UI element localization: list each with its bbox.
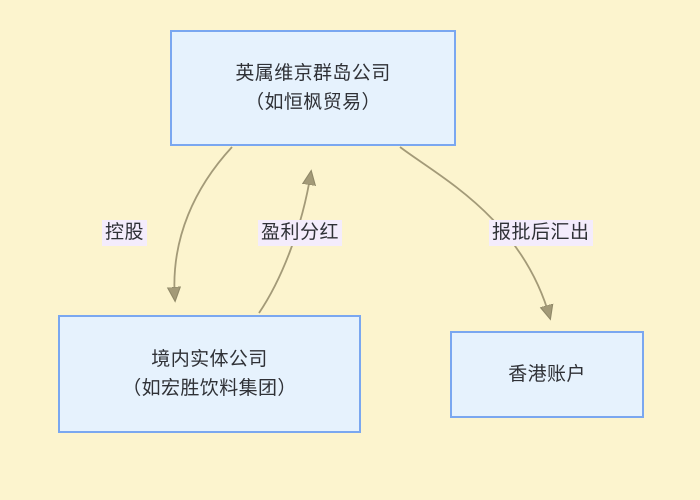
edge-label-dividend: 盈利分红 [258, 220, 343, 246]
edge-remit-path [399, 146, 550, 318]
edge-dividend-path [258, 172, 311, 314]
edge-holding-path [174, 146, 233, 300]
hong-kong-account-node[interactable]: 香港账户 [450, 331, 644, 418]
domestic-entity-node[interactable]: 境内实体公司 （如宏胜饮料集团） [58, 315, 361, 433]
hong-kong-account-node-line-1: 香港账户 [508, 363, 586, 385]
bvi-company-node-line-1: 英属维京群岛公司 [235, 62, 391, 84]
bvi-company-node[interactable]: 英属维京群岛公司 （如恒枫贸易） [170, 30, 456, 146]
edge-label-holding: 控股 [102, 220, 148, 246]
domestic-entity-node-line-1: 境内实体公司 [151, 348, 268, 370]
edge-label-remit: 报批后汇出 [489, 220, 593, 246]
domestic-entity-node-line-2: （如宏胜饮料集团） [122, 378, 297, 399]
bvi-company-node-line-2: （如恒枫贸易） [245, 92, 381, 113]
